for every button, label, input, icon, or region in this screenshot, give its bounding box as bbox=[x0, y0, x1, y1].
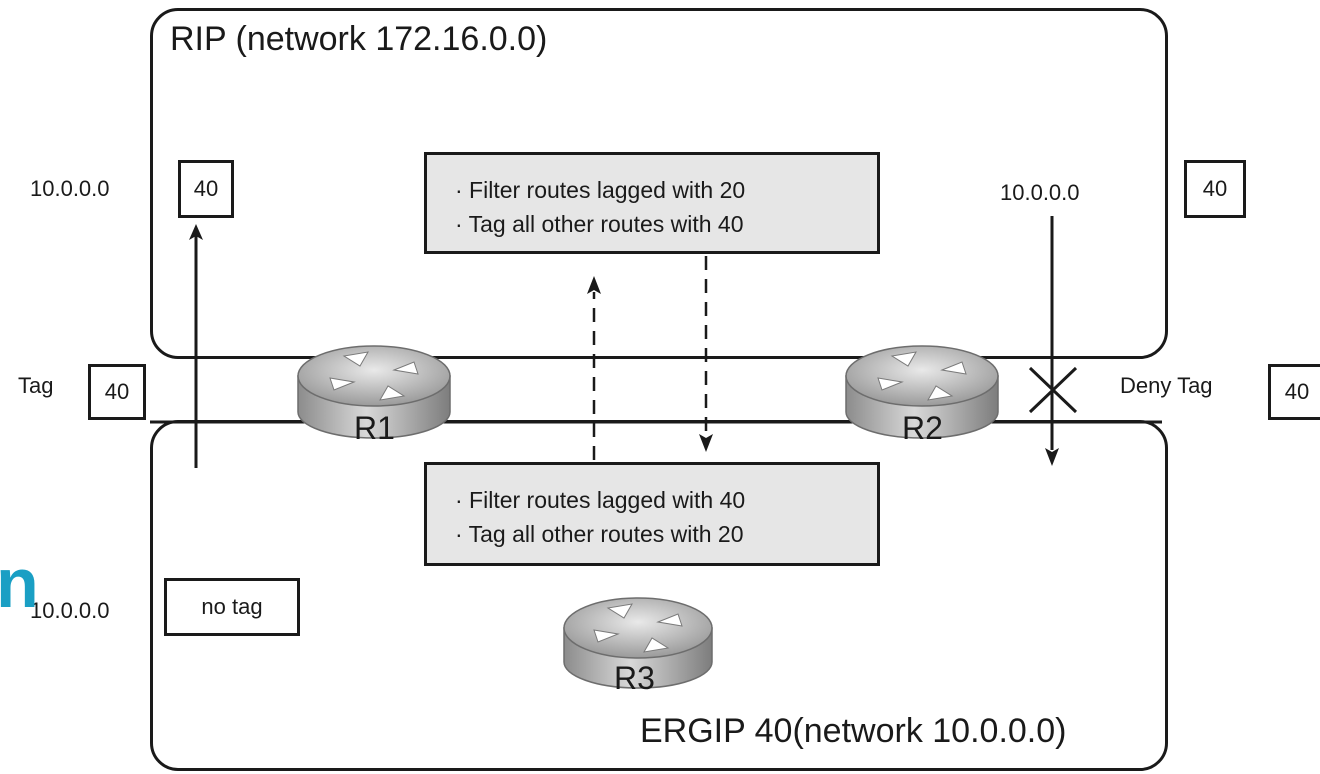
eigrp-policy-line-1: · Filter routes lagged with 40 bbox=[455, 487, 746, 513]
rip-right-tag-box: 40 bbox=[1184, 160, 1246, 218]
link-left-label: Tag bbox=[18, 373, 54, 398]
router-r1-label: R1 bbox=[354, 410, 395, 446]
rip-right-network-label: 10.0.0.0 bbox=[1000, 180, 1080, 205]
eigrp-policy-box: · Filter routes lagged with 40 · Tag all… bbox=[424, 462, 880, 566]
rip-left-network-label: 10.0.0.0 bbox=[30, 176, 110, 201]
dashed-down-arrowhead bbox=[699, 434, 713, 452]
router-r1-icon bbox=[297, 345, 451, 439]
link-left-tag-box: 40 bbox=[88, 364, 146, 420]
link-right-label: Deny Tag bbox=[1120, 373, 1213, 398]
eigrp-left-tag-box: no tag bbox=[164, 578, 300, 636]
router-r2-label: R2 bbox=[902, 410, 943, 446]
router-r3-icon bbox=[563, 597, 713, 689]
rip-policy-box: · Filter routes lagged with 20 · Tag all… bbox=[424, 152, 880, 254]
edge-fragment-text: n bbox=[0, 544, 39, 622]
link-left-tag-value: 40 bbox=[104, 379, 130, 404]
rip-left-tag-value: 40 bbox=[193, 176, 219, 201]
link-right-tag-value: 40 bbox=[1284, 379, 1310, 404]
rip-domain-title: RIP (network 172.16.0.0) bbox=[170, 20, 548, 58]
router-r3-label: R3 bbox=[614, 660, 655, 696]
rip-policy-line-1: · Filter routes lagged with 20 bbox=[455, 177, 746, 203]
eigrp-domain-title: ERGIP 40(network 10.0.0.0) bbox=[640, 712, 1067, 750]
eigrp-left-network-label: 10.0.0.0 bbox=[30, 598, 110, 623]
router-r2-icon bbox=[845, 345, 999, 439]
right-down-arrowhead bbox=[1045, 448, 1059, 466]
left-up-arrowhead bbox=[189, 224, 203, 240]
link-right-tag-box: 40 bbox=[1268, 364, 1320, 420]
dashed-up-arrowhead bbox=[587, 276, 601, 294]
deny-x-icon bbox=[1028, 366, 1078, 414]
rip-policy-line-2: · Tag all other routes with 40 bbox=[455, 211, 744, 237]
eigrp-policy-line-2: · Tag all other routes with 20 bbox=[455, 521, 744, 547]
rip-left-tag-box: 40 bbox=[178, 160, 234, 218]
rip-right-tag-value: 40 bbox=[1202, 176, 1228, 201]
eigrp-left-tag-value: no tag bbox=[201, 594, 263, 619]
